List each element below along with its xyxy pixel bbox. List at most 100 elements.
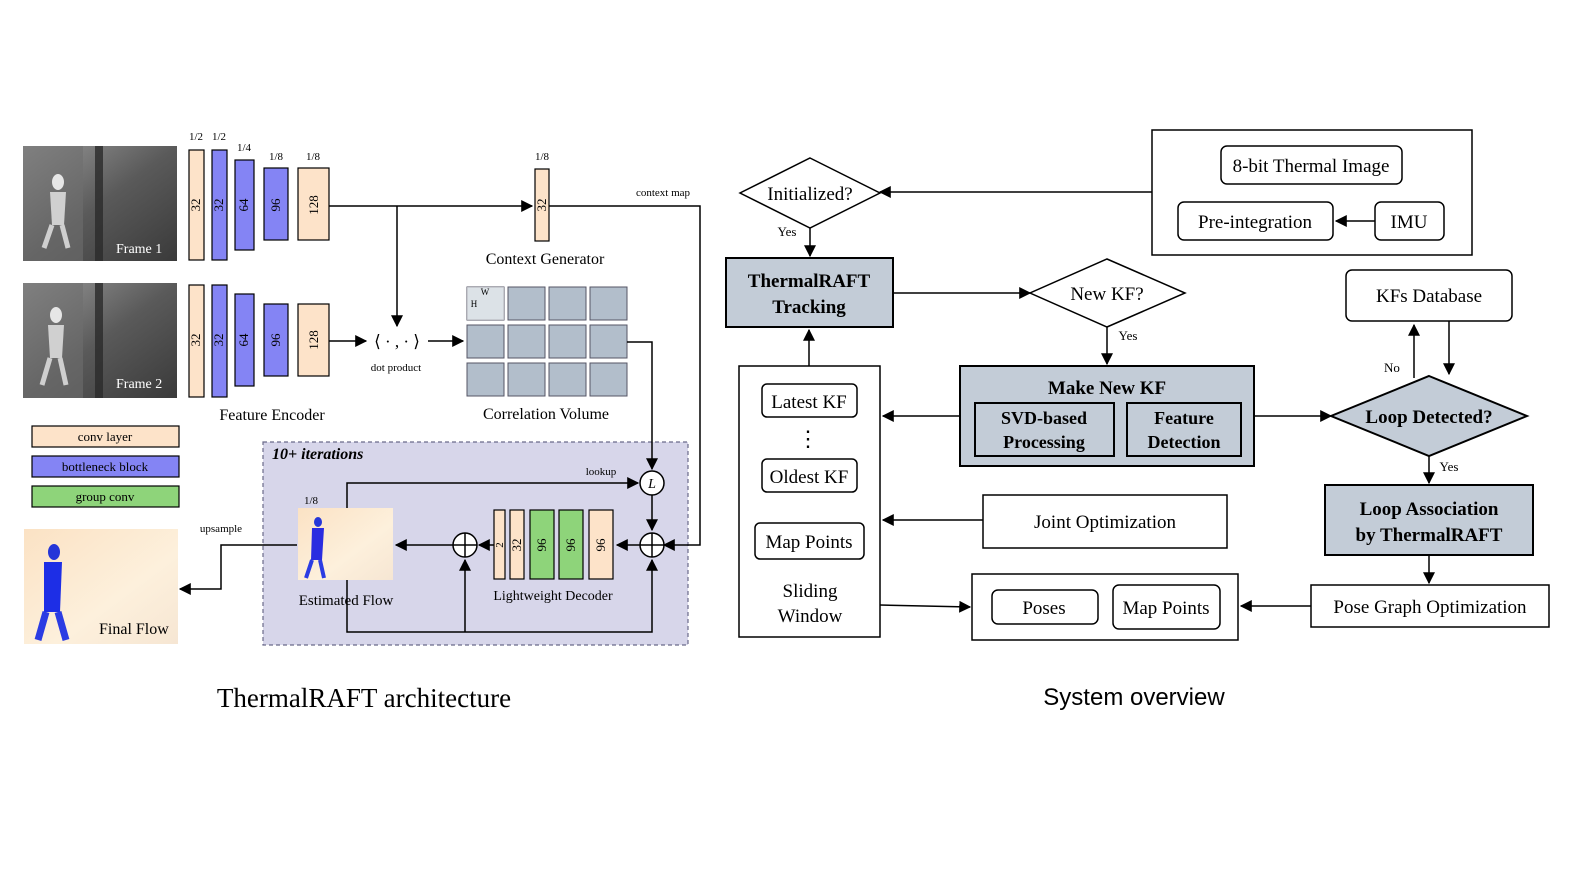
map-points-label: Map Points bbox=[765, 532, 852, 553]
thermal-image-box bbox=[1220, 145, 1403, 185]
channel-label: 128 bbox=[306, 330, 321, 350]
loop-association-line2: by ThermalRAFT bbox=[1356, 525, 1503, 546]
sliding-window-label-line2: Window bbox=[778, 606, 843, 627]
pose-graph-label: Pose Graph Optimization bbox=[1333, 597, 1527, 618]
architecture-caption: ThermalRAFT architecture bbox=[217, 683, 511, 713]
feature-label-line2: Detection bbox=[1148, 432, 1221, 452]
encoder-bottleneck-block bbox=[234, 293, 255, 387]
imu-label: IMU bbox=[1391, 212, 1428, 233]
channel-label: 128 bbox=[306, 195, 321, 215]
legend-bottleneck-label: bottleneck block bbox=[62, 459, 149, 474]
legend-bottleneck-swatch bbox=[31, 455, 180, 478]
channel-label: 96 bbox=[268, 198, 283, 212]
lookup-label: lookup bbox=[586, 466, 617, 478]
channel-label: 32 bbox=[211, 199, 226, 212]
encoder-bottleneck-block bbox=[263, 303, 289, 377]
feature-label-line1: Feature bbox=[1154, 408, 1214, 428]
encoder-bottleneck-block bbox=[263, 167, 289, 241]
legend-group-swatch bbox=[31, 485, 180, 508]
window-ellipsis: ⋮ bbox=[797, 426, 819, 451]
plus-sign-icon bbox=[640, 533, 664, 557]
oldest-kf-label: Oldest KF bbox=[770, 467, 849, 488]
channel-label: 96 bbox=[563, 538, 578, 552]
scale-label-estimated: 1/8 bbox=[304, 495, 319, 507]
arrow-feedback-right bbox=[346, 558, 658, 633]
yes-label-init: Yes bbox=[778, 224, 797, 239]
make-new-kf-label: Make New KF bbox=[1048, 378, 1166, 399]
loop-association-box bbox=[1324, 484, 1534, 556]
arrow-flow-to-lookup bbox=[346, 477, 640, 508]
sliding-window-label-line1: Sliding bbox=[783, 581, 838, 602]
arrow-context-map bbox=[549, 205, 701, 551]
system-caption: System overview bbox=[1043, 684, 1225, 711]
svd-label-line2: Processing bbox=[1003, 432, 1085, 452]
scale-label-3: 1/4 bbox=[237, 142, 252, 154]
preintegration-box bbox=[1177, 201, 1334, 241]
upsample-label: upsample bbox=[200, 523, 242, 535]
context-generator-label: Context Generator bbox=[486, 251, 605, 268]
plus-sign-icon bbox=[453, 533, 477, 557]
frame1-label: Frame 1 bbox=[116, 242, 162, 257]
channel-label: 96 bbox=[534, 538, 549, 552]
decoder-conv-layer bbox=[588, 509, 614, 580]
context-map-label: context map bbox=[636, 187, 691, 199]
loop-association-line1: Loop Association bbox=[1360, 499, 1499, 520]
initialized-label: Initialized? bbox=[767, 184, 852, 205]
kfs-database-label: KFs Database bbox=[1376, 286, 1482, 307]
scale-label-5: 1/8 bbox=[306, 151, 321, 163]
corr-w-label: W bbox=[481, 287, 490, 297]
channel-label: 2 bbox=[494, 542, 506, 548]
dot-product-symbol: ⟨ · , · ⟩ bbox=[374, 332, 420, 351]
final-flow-label: Final Flow bbox=[99, 621, 169, 638]
map-points-output-box bbox=[1112, 584, 1221, 630]
dot-product-label: dot product bbox=[371, 362, 421, 374]
loop-detected-label: Loop Detected? bbox=[1365, 407, 1492, 428]
joint-optimization-box bbox=[982, 494, 1228, 549]
lookup-symbol: L bbox=[647, 477, 656, 492]
decoder-conv-layer bbox=[509, 509, 525, 580]
lightweight-decoder: 2 32 96 96 96 bbox=[493, 509, 614, 580]
legend-conv-swatch bbox=[31, 425, 180, 448]
poses-label: Poses bbox=[1022, 598, 1065, 619]
joint-optimization-label: Joint Optimization bbox=[1034, 512, 1176, 533]
encoder-bottleneck-block bbox=[211, 284, 228, 398]
channel-label: 32 bbox=[211, 334, 226, 347]
decoder-label: Lightweight Decoder bbox=[493, 589, 613, 604]
pose-graph-box bbox=[1310, 584, 1550, 628]
encoder-conv-layer bbox=[297, 303, 330, 377]
latest-kf-box bbox=[761, 383, 858, 418]
arrow-window-to-output bbox=[879, 600, 972, 613]
context-conv-layer bbox=[534, 168, 550, 242]
encoder-conv-layer bbox=[297, 167, 330, 241]
channel-label: 96 bbox=[268, 333, 283, 347]
encoder-conv-layer bbox=[188, 149, 205, 261]
legend: conv layer bottleneck block group conv bbox=[31, 425, 180, 508]
encoder-bottleneck-block bbox=[211, 149, 228, 261]
channel-label: 96 bbox=[593, 538, 608, 552]
scale-label-1: 1/2 bbox=[189, 131, 203, 143]
legend-conv-label: conv layer bbox=[78, 429, 133, 444]
frame2-image: Frame 2 bbox=[23, 283, 177, 398]
kfs-database-box bbox=[1345, 269, 1513, 322]
decoder-group-conv bbox=[558, 509, 584, 580]
iterations-label: 10+ iterations bbox=[272, 446, 363, 463]
yes-label-newkf: Yes bbox=[1119, 328, 1138, 343]
new-kf-label: New KF? bbox=[1070, 284, 1143, 305]
latest-kf-label: Latest KF bbox=[771, 392, 846, 413]
correlation-volume-label: Correlation Volume bbox=[483, 406, 609, 423]
channel-label: 64 bbox=[236, 333, 251, 347]
encoder-conv-layer bbox=[188, 284, 205, 398]
scale-label-context: 1/8 bbox=[535, 151, 550, 163]
channel-label: 32 bbox=[509, 539, 524, 552]
arrow-upsample bbox=[178, 544, 297, 595]
encoder-label: Feature Encoder bbox=[219, 407, 325, 424]
no-label: No bbox=[1384, 360, 1400, 375]
frame2-label: Frame 2 bbox=[116, 377, 162, 392]
channel-label: 32 bbox=[188, 199, 203, 212]
map-points-output-label: Map Points bbox=[1122, 598, 1209, 619]
poses-box bbox=[991, 589, 1099, 625]
estimated-flow-label: Estimated Flow bbox=[299, 593, 394, 609]
corr-h-label: H bbox=[471, 299, 478, 309]
encoder-row-2: 32 32 64 96 128 bbox=[188, 284, 330, 398]
